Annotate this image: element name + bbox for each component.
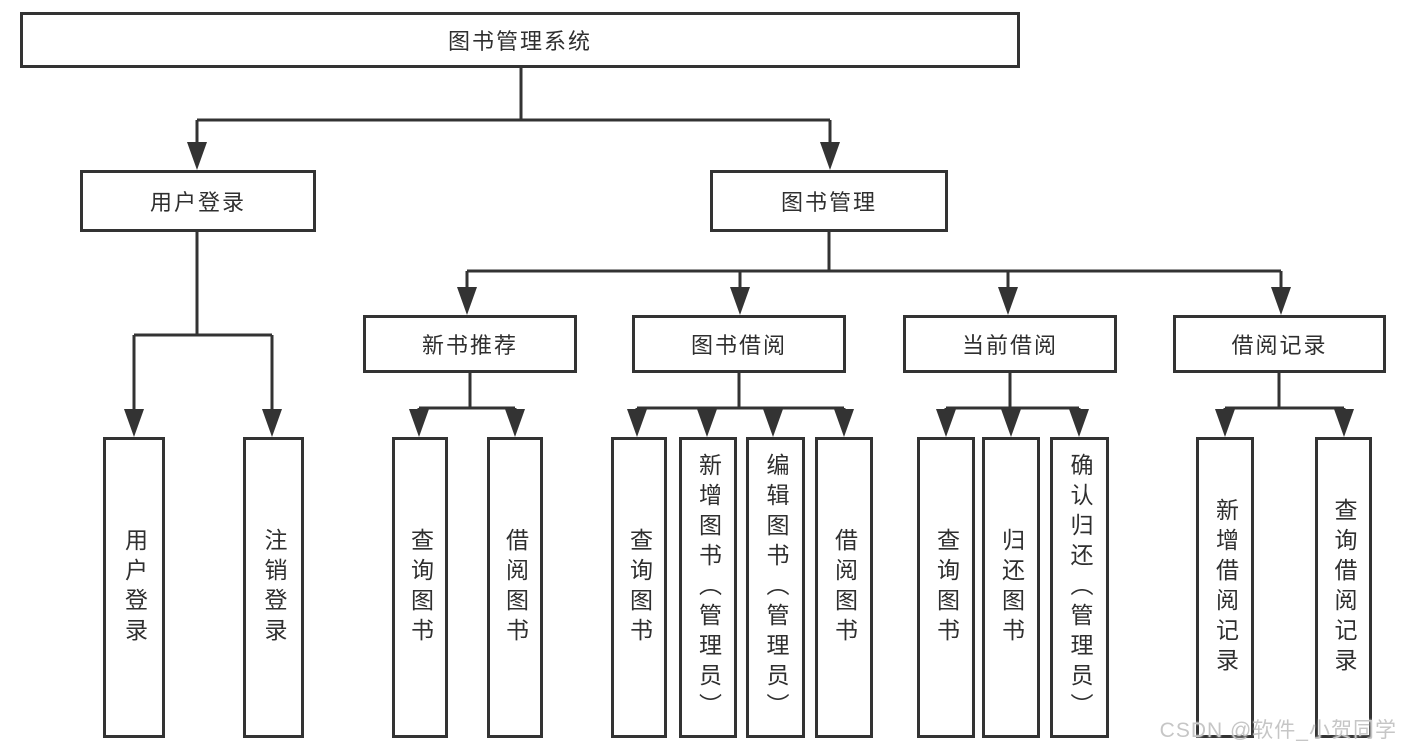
leaf-label: 查询图书 [407, 527, 434, 648]
leaf-label: 新增借阅记录 [1212, 497, 1239, 678]
leaf-query-books-rec: 查询图书 [392, 437, 448, 738]
node-borrow-records: 借阅记录 [1173, 315, 1386, 373]
leaf-label: 编辑图书（管理员） [763, 452, 789, 723]
leaf-label: 借阅图书 [502, 527, 529, 648]
leaf-add-books-admin: 新增图书（管理员） [679, 437, 737, 738]
leaf-label: 查询图书 [626, 527, 653, 648]
leaf-logout: 注销登录 [243, 437, 304, 738]
leaf-borrow-books: 借阅图书 [815, 437, 873, 738]
node-library-management-system: 图书管理系统 [20, 12, 1020, 68]
node-book-borrow: 图书借阅 [632, 315, 846, 373]
leaf-label: 确认归还（管理员） [1067, 452, 1093, 723]
csdn-watermark: CSDN @软件_小贺同学 [1159, 719, 1397, 742]
leaf-edit-books-admin: 编辑图书（管理员） [746, 437, 805, 738]
leaf-query-books-current: 查询图书 [917, 437, 975, 738]
node-new-book-recommend: 新书推荐 [363, 315, 577, 373]
leaf-query-books-borrow: 查询图书 [611, 437, 667, 738]
leaf-user-login: 用户登录 [103, 437, 165, 738]
node-book-management: 图书管理 [710, 170, 948, 232]
leaf-confirm-return-admin: 确认归还（管理员） [1050, 437, 1109, 738]
node-user-login: 用户登录 [80, 170, 316, 232]
leaf-label: 查询借阅记录 [1331, 497, 1357, 678]
leaf-label: 注销登录 [261, 527, 287, 648]
arrowhead-icons [124, 142, 1354, 437]
leaf-return-books: 归还图书 [982, 437, 1040, 738]
leaf-add-borrow-record: 新增借阅记录 [1196, 437, 1254, 738]
node-current-borrow: 当前借阅 [903, 315, 1117, 373]
leaf-query-borrow-record: 查询借阅记录 [1315, 437, 1372, 738]
leaf-label: 归还图书 [998, 527, 1025, 648]
leaf-label: 借阅图书 [831, 527, 858, 648]
leaf-borrow-books-rec: 借阅图书 [487, 437, 543, 738]
leaf-label: 新增图书（管理员） [695, 452, 722, 723]
leaf-label: 用户登录 [121, 527, 148, 648]
leaf-label: 查询图书 [933, 527, 960, 648]
